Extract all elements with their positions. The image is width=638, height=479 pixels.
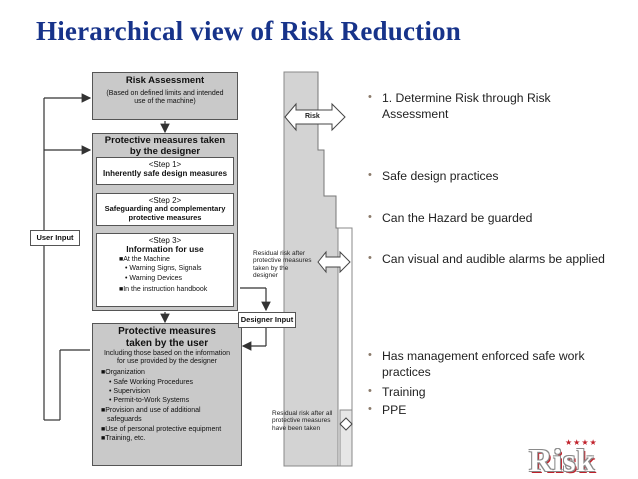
- bullet-text: 1. Determine Risk through Risk Assessmen…: [382, 91, 551, 122]
- step3-handbook: ■In the instruction handbook: [119, 286, 208, 294]
- training-label: ■Training, etc.: [101, 435, 146, 443]
- bullet-item: • Safe design practices: [368, 168, 630, 184]
- step3-at-machine: ■At the Machine: [119, 255, 170, 263]
- safeguards-label-2: safeguards: [107, 416, 142, 424]
- user-measures-box: Protective measures taken by the user In…: [92, 323, 242, 466]
- step2-box: <Step 2> Safeguarding and complementary …: [96, 193, 234, 226]
- step1-label: <Step 1>: [148, 160, 182, 169]
- step3-box: <Step 3> Information for use ■At the Mac…: [96, 233, 234, 307]
- safeguards-label: ■Provision and use of additional: [101, 406, 201, 414]
- risk-logo: ★★★★ Risk: [525, 438, 633, 476]
- bullet-dot: •: [368, 211, 372, 223]
- slide-title: Hierarchical view of Risk Reduction: [36, 16, 461, 46]
- bullet-dot: •: [368, 252, 372, 264]
- user-measures-subtitle: Including those based on the information…: [103, 350, 231, 366]
- org-item: • Safe Working Procedures: [109, 378, 194, 386]
- bullet-text: PPE: [382, 403, 407, 417]
- risk-assessment-box: Risk Assessment (Based on defined limits…: [92, 72, 238, 120]
- bullet-dot: •: [368, 385, 372, 397]
- user-input-box: User Input: [30, 230, 80, 246]
- step3-label: <Step 3>: [148, 236, 182, 245]
- bullet-item: • 1. Determine Risk through Risk Assessm…: [368, 90, 630, 122]
- bullet-item: • Can visual and audible alarms be appli…: [368, 251, 630, 267]
- step2-text: Safeguarding and complementary protectiv…: [104, 204, 226, 222]
- org-item: • Supervision: [109, 387, 150, 395]
- bullet-text: Safe design practices: [382, 169, 499, 183]
- bullet-item: • Has management enforced safe work prac…: [368, 348, 630, 380]
- risk-double-arrow: [284, 102, 346, 132]
- bullet-text: Training: [382, 385, 426, 399]
- logo-text: Risk: [529, 442, 596, 478]
- step1-text: Inherently safe design measures: [102, 169, 228, 179]
- step2-label: <Step 2>: [148, 196, 182, 205]
- ppe-label: ■Use of personal protective equipment: [101, 425, 222, 433]
- logo-stars: ★★★★: [565, 438, 598, 447]
- risk-assessment-subtitle: (Based on defined limits and intended us…: [106, 89, 224, 105]
- bullet-item: • Training: [368, 384, 630, 400]
- org-item: • Permit-to-Work Systems: [109, 397, 190, 405]
- user-input-label: User Input: [36, 233, 74, 242]
- residual-designer-arrow: [317, 250, 351, 274]
- step3-heading: Information for use: [126, 244, 204, 255]
- bullet-dot: •: [368, 91, 372, 103]
- user-measures-title: Protective measures taken by the user: [118, 326, 216, 349]
- step3-item: • Warning Signs, Signals: [125, 265, 202, 273]
- bullet-item: • PPE: [368, 402, 630, 418]
- residual-all-arrow: [339, 417, 353, 431]
- bullet-dot: •: [368, 349, 372, 361]
- bullet-dot: •: [368, 403, 372, 415]
- step3-item: • Warning Devices: [125, 274, 183, 282]
- bullet-text: Can the Hazard be guarded: [382, 211, 533, 225]
- residual-all-label: Residual risk after all protective measu…: [272, 410, 333, 432]
- bullet-item: • Can the Hazard be guarded: [368, 210, 630, 226]
- step1-box: <Step 1> Inherently safe design measures: [96, 157, 234, 185]
- bullet-text: Can visual and audible alarms be applied: [382, 252, 605, 266]
- risk-assessment-title: Risk Assessment: [125, 75, 205, 86]
- risk-label: Risk: [305, 113, 320, 120]
- designer-measures-title: Protective measures taken by the designe…: [104, 135, 226, 157]
- designer-input-label: Designer Input: [240, 315, 294, 324]
- residual-designer-label: Residual risk after protective measures …: [253, 250, 312, 280]
- organization-label: ■Organization: [101, 369, 145, 377]
- bullet-text: Has management enforced safe work practi…: [382, 349, 585, 380]
- bullet-dot: •: [368, 169, 372, 181]
- designer-input-box: Designer Input: [238, 312, 296, 328]
